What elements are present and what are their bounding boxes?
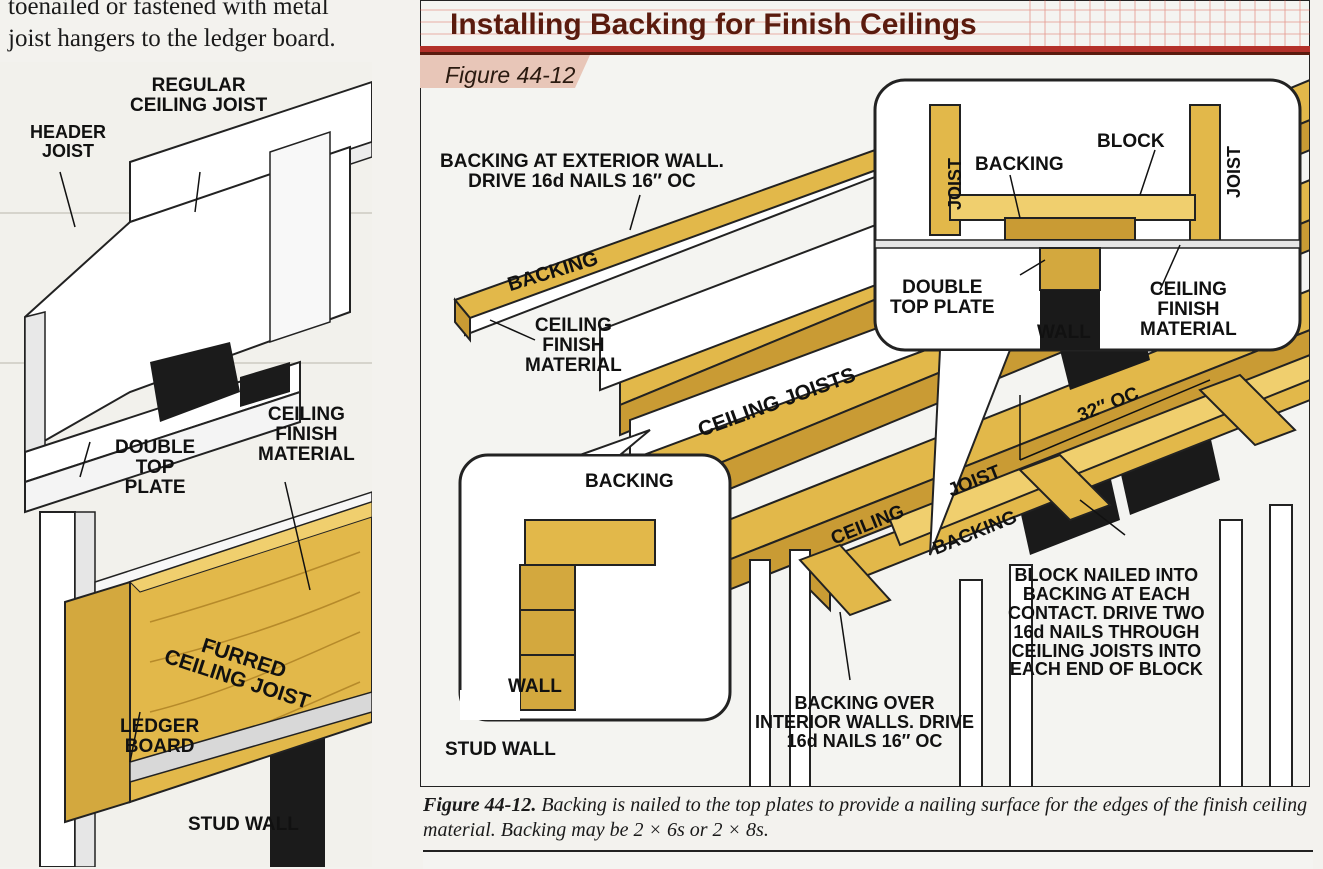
label-stud-wall-left: STUD WALL: [188, 814, 299, 835]
label-header-joist: HEADER JOIST: [30, 122, 107, 161]
label-backing-exterior-wall: BACKING AT EXTERIOR WALL. DRIVE 16d NAIL…: [440, 151, 724, 192]
bottom-panel-edge: [423, 850, 1313, 869]
figure-caption: Figure 44-12. Backing is nailed to the t…: [423, 793, 1313, 843]
label-inset-wall-right: WALL: [1037, 322, 1091, 343]
label-ledger-board: LEDGER BOARD: [120, 716, 200, 757]
label-block-nailed: BLOCK NAILED INTO BACKING AT EACH CONTAC…: [1008, 565, 1205, 680]
label-double-top-plate: DOUBLE TOP PLATE: [115, 437, 196, 498]
backing-illustration: [420, 0, 1310, 787]
label-regular-ceiling-joist: REGULAR CEILING JOIST: [130, 75, 268, 116]
label-inset-wall: WALL: [508, 676, 562, 697]
label-inset-ceiling-finish-material: CEILING FINISH MATERIAL: [1140, 279, 1237, 340]
label-inset-double-top-plate: DOUBLE TOP PLATE: [890, 277, 995, 318]
figure-title: Installing Backing for Finish Ceilings: [450, 8, 977, 41]
left-framing-illustration: [0, 62, 372, 867]
label-ceiling-finish-material: CEILING FINISH MATERIAL: [258, 404, 355, 465]
page-text-line-1: toenailed or fastened with metal: [8, 0, 329, 20]
caption-label: Figure 44-12.: [423, 794, 537, 816]
label-inset-joist-left: JOIST: [945, 157, 965, 210]
label-backing-over-interior: BACKING OVER INTERIOR WALLS. DRIVE 16d N…: [755, 693, 975, 751]
label-inset-block: BLOCK: [1097, 131, 1165, 152]
figure-number: Figure 44-12: [445, 62, 576, 88]
page-text-line-2: joist hangers to the ledger board.: [8, 25, 336, 52]
label-stud-wall-main: STUD WALL: [445, 739, 556, 760]
caption-text: Backing is nailed to the top plates to p…: [423, 794, 1308, 841]
label-inset-backing-right: BACKING: [975, 154, 1064, 175]
label-inset-joist-right: JOIST: [1224, 145, 1244, 198]
label-inset-backing: BACKING: [585, 471, 674, 492]
label-ceiling-finish-material-main: CEILING FINISH MATERIAL: [525, 315, 622, 376]
